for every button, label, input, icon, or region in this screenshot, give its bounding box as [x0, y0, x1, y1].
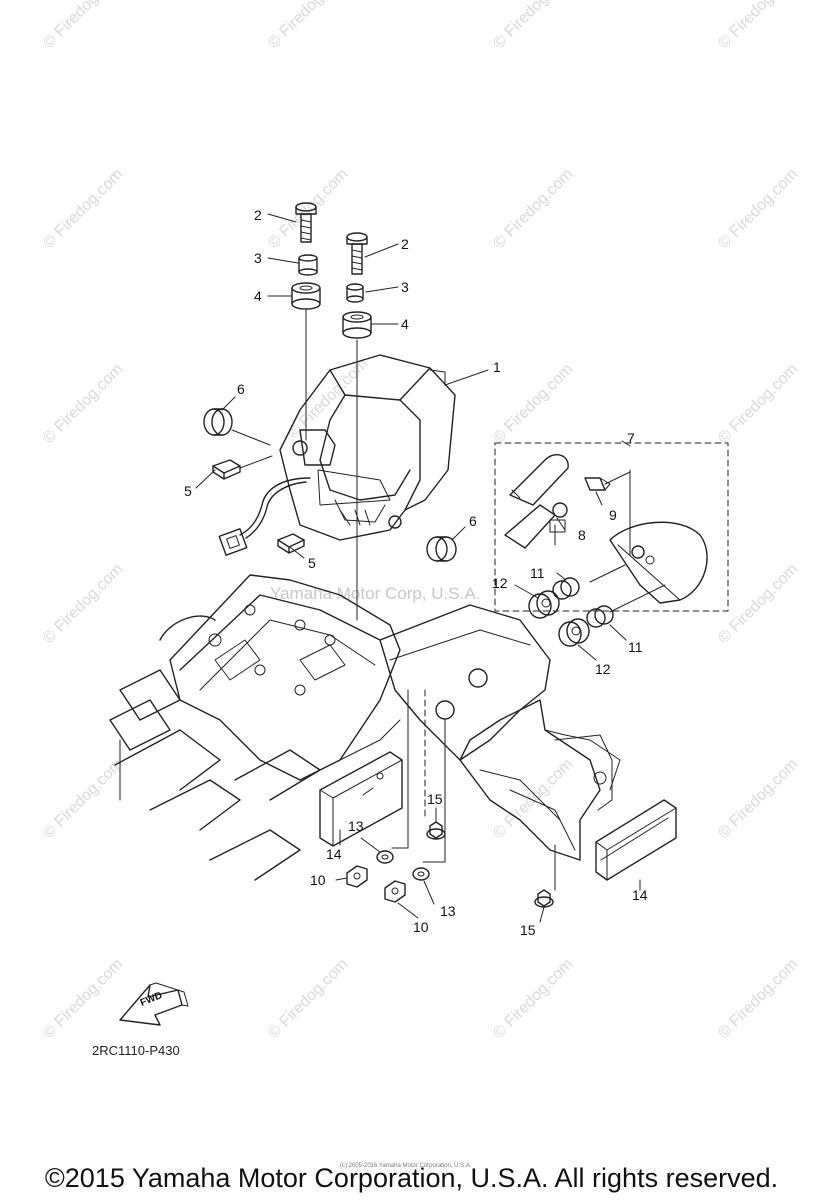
spacer-11-lower [586, 605, 614, 628]
bulb-kit-box [494, 442, 729, 612]
collar-right [346, 283, 364, 303]
nut-10-left [346, 865, 368, 888]
tail-light-housing [279, 354, 456, 541]
callout-part-2[interactable]: 2 [401, 236, 409, 252]
callout-part-14[interactable]: 14 [632, 887, 648, 903]
bolt-left [295, 202, 317, 243]
rear-frame [109, 574, 401, 881]
reflector-left [319, 751, 403, 847]
callout-part-6[interactable]: 6 [469, 513, 477, 529]
callout-part-5[interactable]: 5 [308, 555, 316, 571]
grommet-6-left [203, 408, 271, 446]
center-watermark: Yamaha Motor Corp, U.S.A. [270, 584, 481, 603]
tail-lens [589, 521, 708, 613]
callout-part-3[interactable]: 3 [401, 279, 409, 295]
washer-13-right [412, 867, 430, 881]
grommet-left [291, 282, 321, 310]
reflector-right [595, 799, 677, 881]
callout-part-6[interactable]: 6 [237, 381, 245, 397]
grommet-12-lower [558, 618, 590, 647]
clip-nut-lower [277, 533, 305, 554]
callout-part-5[interactable]: 5 [184, 483, 192, 499]
callout-part-4[interactable]: 4 [401, 316, 409, 332]
flange-nut-15-lower [534, 889, 554, 908]
rear-fender [379, 604, 621, 861]
callout-part-8[interactable]: 8 [578, 527, 586, 543]
callout-part-13[interactable]: 13 [348, 818, 364, 834]
callout-part-1[interactable]: 1 [493, 359, 501, 375]
diagram-id: 2RC1110-P430 [92, 1043, 180, 1058]
bulb-assembly [504, 454, 631, 556]
washer-13-left [376, 850, 394, 864]
callout-part-2[interactable]: 2 [254, 207, 262, 223]
grommet-6-right [426, 536, 457, 562]
grommet-12-upper [528, 590, 560, 619]
spacer-11-upper [552, 577, 580, 600]
nut-10-right [384, 880, 406, 903]
callout-part-11[interactable]: 11 [628, 639, 643, 655]
callout-part-3[interactable]: 3 [254, 250, 262, 266]
callout-part-14[interactable]: 14 [326, 846, 342, 862]
flange-nut-15-upper [426, 821, 446, 840]
clip-nut-upper [212, 455, 273, 480]
copyright-notice: ©2015 Yamaha Motor Corporation, U.S.A. A… [44, 1163, 779, 1193]
callout-part-12[interactable]: 12 [492, 575, 508, 591]
callout-part-15[interactable]: 15 [427, 791, 443, 807]
callout-part-15[interactable]: 15 [520, 922, 536, 938]
callout-part-13[interactable]: 13 [440, 903, 456, 919]
fwd-arrow-icon [119, 982, 189, 1026]
callout-part-11[interactable]: 11 [530, 565, 545, 581]
callout-part-7[interactable]: 7 [627, 430, 635, 446]
leader-lines [195, 213, 641, 923]
grommet-right [342, 311, 372, 339]
callout-part-10[interactable]: 10 [413, 919, 429, 935]
collar-left [298, 254, 318, 276]
copyright-small: (c) 2005-2016 Yamaha Motor Corporation, … [340, 1163, 472, 1169]
callout-part-10[interactable]: 10 [310, 872, 326, 888]
callout-part-12[interactable]: 12 [595, 661, 611, 677]
callout-part-9[interactable]: 9 [609, 507, 617, 523]
bolt-right [346, 232, 368, 275]
wire-harness [218, 477, 311, 556]
callout-part-4[interactable]: 4 [254, 288, 262, 304]
